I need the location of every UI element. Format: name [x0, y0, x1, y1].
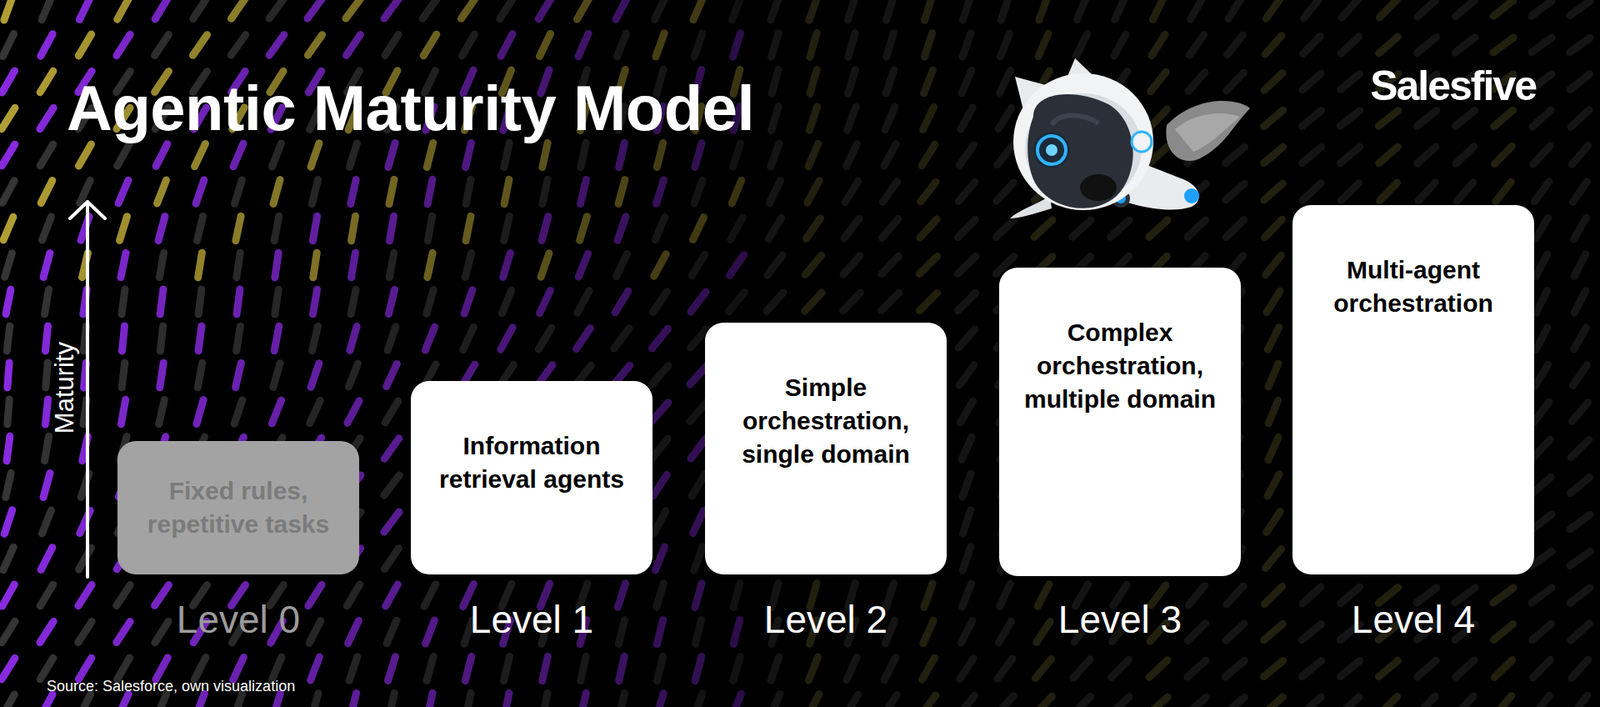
level-label: Level 3 [1058, 598, 1182, 641]
diagram-title: Agentic Maturity Model [66, 73, 755, 144]
level-label: Level 2 [764, 598, 888, 641]
source-caption: Source: Salesforce, own visualization [46, 678, 295, 695]
box-text: Complex orchestration, multiple domain [1015, 315, 1225, 416]
level-box-disabled: Fixed rules, repetitive tasks [117, 440, 360, 575]
level-box: Complex orchestration, multiple domain [999, 267, 1241, 576]
axis-label: Maturity [51, 341, 78, 434]
box-text: Information retrieval agents [427, 429, 636, 496]
level-label: Level 1 [470, 598, 594, 641]
box-text: Simple orchestration, single domain [721, 370, 930, 471]
level-label: Level 0 [176, 598, 300, 641]
robot-illustration [1010, 58, 1250, 219]
box-text: Fixed rules, repetitive tasks [134, 474, 343, 541]
level-box: Multi-agent orchestration [1292, 205, 1535, 575]
level-box: Information retrieval agents [410, 380, 653, 575]
brand-logo: Salesfive [1370, 65, 1536, 107]
level-box: Simple orchestration, single domain [705, 322, 947, 575]
level-label: Level 4 [1351, 598, 1475, 641]
box-text: Multi-agent orchestration [1309, 253, 1518, 320]
